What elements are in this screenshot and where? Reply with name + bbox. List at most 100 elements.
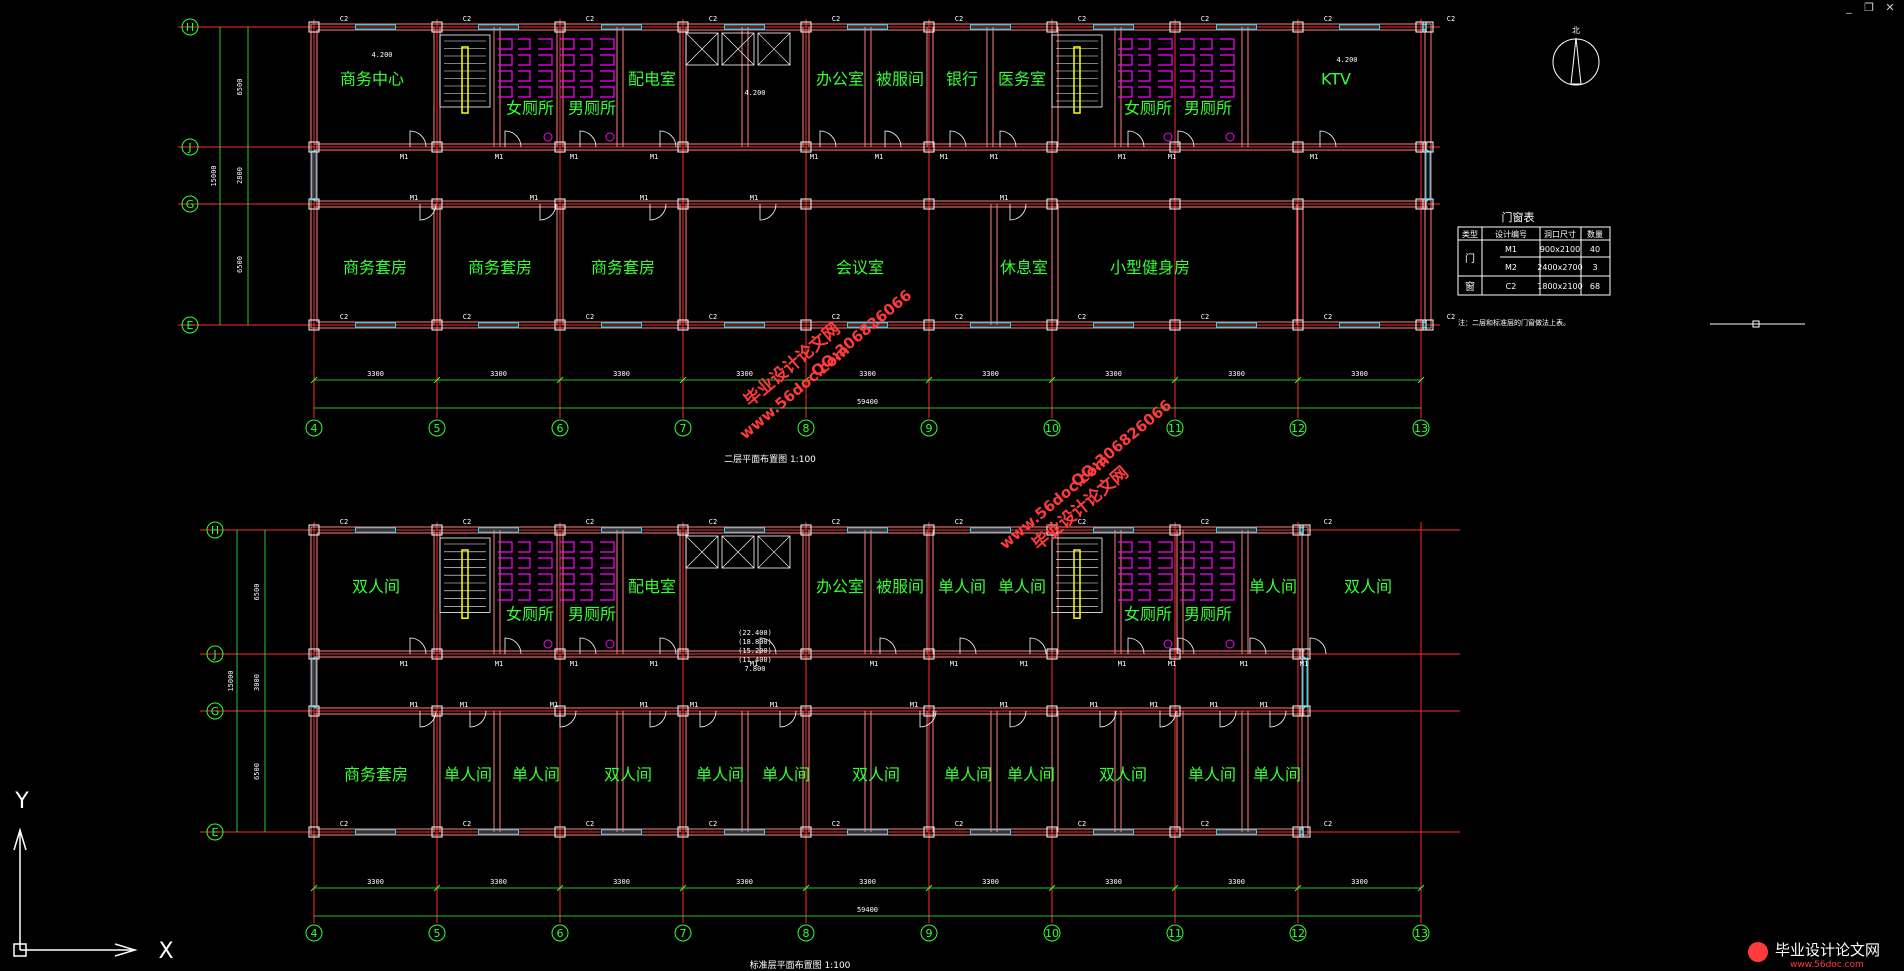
grid-bubble xyxy=(181,316,199,334)
window-end xyxy=(1425,150,1431,201)
grid-bubble xyxy=(305,419,323,437)
column xyxy=(923,826,935,838)
toilet-fixture xyxy=(560,86,615,98)
floor-plan-2nd: C2C2C2C2C2C2C2C2C2C2C2C2C2C2C2C2C2C2C2C2… xyxy=(178,15,1455,437)
floor-drain xyxy=(543,132,553,142)
grid-bubble-label: H xyxy=(186,21,194,34)
door-m1 xyxy=(649,710,667,728)
minimize-button[interactable]: _ xyxy=(1846,1,1852,14)
door-tag: M1 xyxy=(410,701,418,709)
toilet-fixture xyxy=(1180,54,1235,66)
room-label: 商务套房 xyxy=(343,258,407,277)
dim-text: 3300 xyxy=(859,370,876,378)
door-m1 xyxy=(1319,130,1337,148)
door-m1 xyxy=(779,710,797,728)
column xyxy=(431,21,443,33)
window-tag: C2 xyxy=(709,820,717,828)
dim-text: 3300 xyxy=(613,878,630,886)
dim-total: 59400 xyxy=(857,906,878,914)
column xyxy=(1292,198,1304,210)
window-end xyxy=(311,657,317,708)
close-button[interactable]: ✕ xyxy=(1885,1,1895,14)
dim-tick xyxy=(679,884,687,892)
door-tag: M1 xyxy=(950,660,958,668)
room-label: 单人间 xyxy=(938,577,986,596)
ucs-y-label: Y xyxy=(14,789,29,814)
left-dim-text: 6500 xyxy=(253,763,261,780)
window-c2 xyxy=(970,24,1011,30)
window-tag: C2 xyxy=(1078,15,1086,23)
room-label: 女厕所 xyxy=(1124,604,1172,623)
door-m1 xyxy=(759,637,777,655)
column xyxy=(1046,648,1058,660)
toilet-fixture xyxy=(1180,541,1235,553)
outer-wall xyxy=(310,526,1309,836)
column xyxy=(308,141,320,153)
schedule-row3-qty: 68 xyxy=(1590,282,1600,291)
room-label: 单人间 xyxy=(1249,577,1297,596)
grid-bubble xyxy=(797,419,815,437)
grid-bubble-label: 13 xyxy=(1414,927,1428,940)
window-tag: C2 xyxy=(709,15,717,23)
grid-bubble xyxy=(551,924,569,942)
column xyxy=(677,198,689,210)
door-tag: M1 xyxy=(1150,701,1158,709)
window-tag: C2 xyxy=(1324,820,1332,828)
grid-bubble xyxy=(206,645,224,663)
door-tag: M1 xyxy=(640,701,648,709)
room-label: 双人间 xyxy=(604,765,652,784)
floor-drain xyxy=(543,639,553,649)
window-tag: C2 xyxy=(832,820,840,828)
site-logo: 毕业设计论文网 www.56doc.com xyxy=(1748,941,1880,970)
grid-bubble-label: 5 xyxy=(434,422,441,435)
column xyxy=(554,826,566,838)
room-label: 商务套房 xyxy=(468,258,532,277)
dim-tick xyxy=(556,884,564,892)
window-tag: C2 xyxy=(340,313,348,321)
window-c2 xyxy=(601,322,642,328)
restore-button[interactable]: ❐ xyxy=(1864,1,1874,14)
door-tag: M1 xyxy=(870,660,878,668)
elevator-cross xyxy=(757,32,791,66)
schedule-row1-type: 门 xyxy=(1465,252,1475,265)
door-tag: M1 xyxy=(550,701,558,709)
grid-bubble xyxy=(1289,419,1307,437)
grid-bubble-label: G xyxy=(211,705,220,718)
door-m1 xyxy=(879,637,897,655)
window-c2 xyxy=(847,527,888,533)
toilet-fixture xyxy=(1180,573,1235,585)
window-tag: C2 xyxy=(832,15,840,23)
door-tag: M1 xyxy=(495,153,503,161)
column xyxy=(431,826,443,838)
dim-tick xyxy=(1171,376,1179,384)
room-label: 办公室 xyxy=(816,70,864,89)
window-tag: C2 xyxy=(586,313,594,321)
door-m1 xyxy=(579,130,597,148)
column xyxy=(923,648,935,660)
room-label: 双人间 xyxy=(852,765,900,784)
window-tag: C2 xyxy=(1078,518,1086,526)
room-label: 单人间 xyxy=(512,765,560,784)
room-label: 配电室 xyxy=(628,70,676,89)
elevator-cross xyxy=(757,535,791,569)
stair-rail xyxy=(461,46,469,114)
toilet-fixture xyxy=(1118,541,1173,553)
schedule-row2-qty: 3 xyxy=(1592,263,1597,272)
column xyxy=(677,21,689,33)
elevator-shaft xyxy=(721,535,755,569)
door-tag: M1 xyxy=(640,194,648,202)
room-label: 单人间 xyxy=(998,577,1046,596)
room-label: 男厕所 xyxy=(1184,604,1232,623)
room-label: 男厕所 xyxy=(568,604,616,623)
grid-bubble xyxy=(551,419,569,437)
door-m1 xyxy=(819,130,837,148)
dim-tick xyxy=(1294,884,1302,892)
column xyxy=(1169,319,1181,331)
door-m1 xyxy=(469,710,487,728)
window-tag: C2 xyxy=(340,518,348,526)
column xyxy=(1046,198,1058,210)
dim-text: 3300 xyxy=(1351,878,1368,886)
window-tag: C2 xyxy=(1324,15,1332,23)
left-dim-text: 6500 xyxy=(236,79,244,96)
